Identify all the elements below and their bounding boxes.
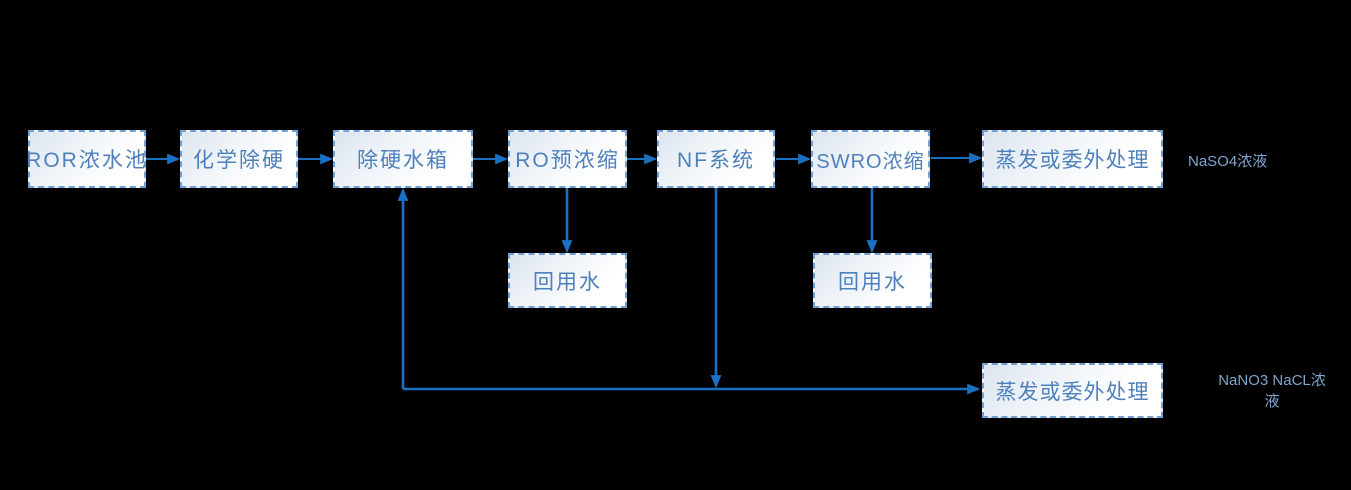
annotation-naso4-solution: NaSO4浓液 xyxy=(1188,153,1268,170)
flow-node-ro-preconcentrate: RO预浓缩 xyxy=(508,130,627,188)
flow-node-softened-tank: 除硬水箱 xyxy=(333,130,473,188)
flow-node-evaporation-top: 蒸发或委外处理 xyxy=(982,130,1163,188)
flow-node-chemical-softening: 化学除硬 xyxy=(180,130,298,188)
flow-node-swro-concentrate: SWRO浓缩 xyxy=(811,130,930,188)
flow-node-ror-pool: ROR浓水池 xyxy=(26,130,146,188)
flow-node-nf-system: NF系统 xyxy=(657,130,775,188)
flow-node-evaporation-bottom: 蒸发或委外处理 xyxy=(982,363,1163,418)
annotation-nano3-nacl-solution: NaNO3 NaCL浓液 xyxy=(1218,372,1326,410)
flow-node-reuse-water-left: 回用水 xyxy=(508,253,627,308)
flow-node-reuse-water-right: 回用水 xyxy=(813,253,932,308)
